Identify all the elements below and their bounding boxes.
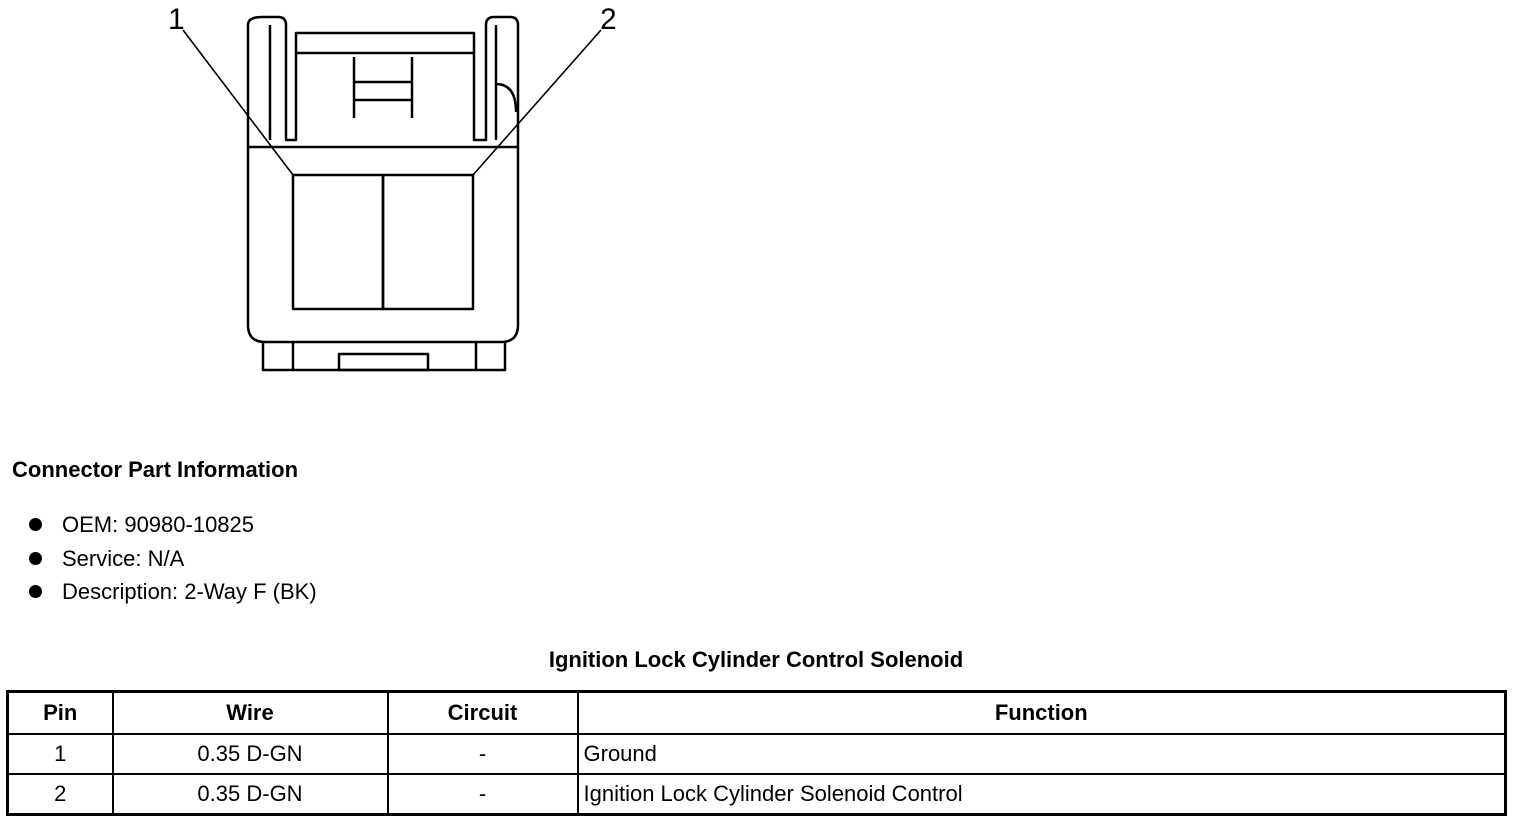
pinout-table: Pin Wire Circuit Function 1 0.35 D-GN - … (6, 690, 1507, 816)
table-row: 2 0.35 D-GN - Ignition Lock Cylinder Sol… (6, 773, 1507, 816)
cell-function: Ignition Lock Cylinder Solenoid Control (576, 773, 1507, 816)
service-part-number: Service: N/A (62, 545, 185, 571)
connector-base (261, 342, 507, 372)
cell-wire: 0.35 D-GN (111, 733, 389, 775)
cell-pin: 2 (6, 773, 114, 816)
terminal-cavity-1 (291, 173, 385, 311)
cell-function: Ground (576, 733, 1507, 775)
cell-pin: 1 (6, 733, 114, 775)
table-row: 1 0.35 D-GN - Ground (6, 733, 1507, 775)
column-header-wire: Wire (111, 690, 389, 735)
pin-callout-1: 1 (168, 3, 185, 36)
oem-part-number: OEM: 90980-10825 (62, 512, 255, 537)
bullet-icon (29, 585, 42, 598)
base-key-slot (337, 352, 430, 372)
connector-info-heading: Connector Part Information (12, 457, 299, 482)
bullet-icon (29, 551, 42, 565)
cell-wire: 0.35 D-GN (111, 773, 389, 816)
connector-face-diagram: 1 2 (168, 3, 617, 372)
column-header-circuit: Circuit (386, 690, 579, 735)
table-title: Ignition Lock Cylinder Control Solenoid (548, 647, 964, 672)
right-latch-bump (495, 82, 518, 113)
cell-circuit: - (386, 773, 579, 816)
list-item: OEM: 90980-10825 (28, 510, 317, 544)
callout-leader-1 (182, 29, 294, 176)
pin-callout-2: 2 (600, 3, 617, 36)
cell-circuit: - (386, 733, 579, 775)
connector-housing (246, 15, 520, 344)
terminal-cavity-2 (381, 173, 475, 311)
connector-description: Description: 2-Way F (BK) (62, 579, 317, 604)
callout-leader-2 (472, 29, 602, 176)
list-item: Description: 2-Way F (BK) (28, 577, 317, 611)
column-header-function: Function (576, 690, 1507, 735)
bullet-icon (29, 518, 42, 531)
table-header-row: Pin Wire Circuit Function (6, 690, 1507, 735)
list-item: Service: N/A (28, 544, 317, 578)
column-header-pin: Pin (6, 690, 114, 735)
connector-info-list: OEM: 90980-10825 Service: N/A Descriptio… (28, 510, 317, 611)
